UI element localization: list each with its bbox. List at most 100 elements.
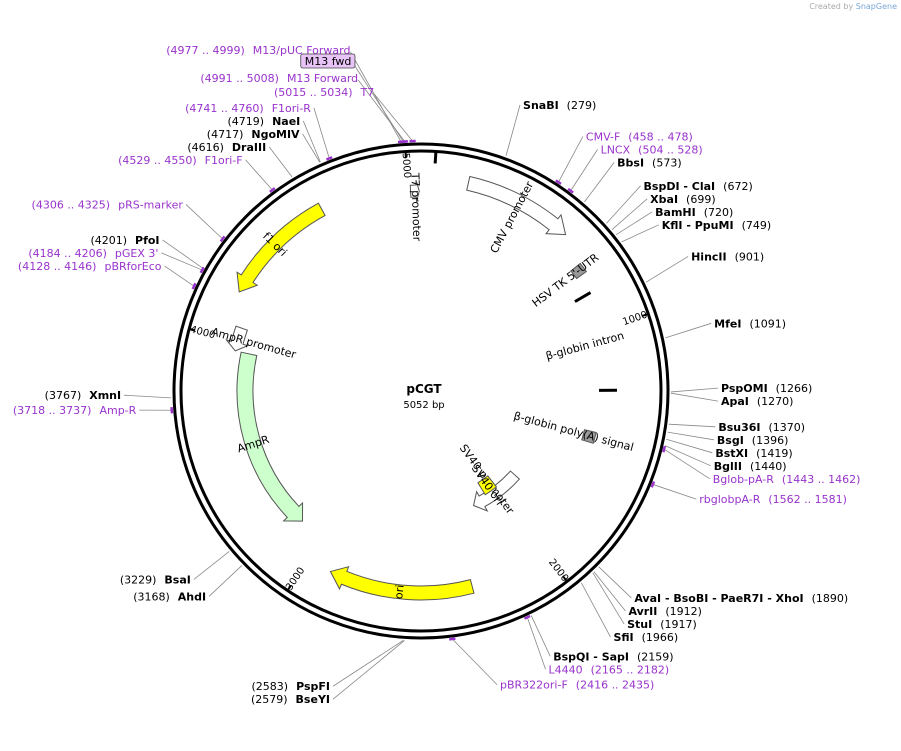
site-label-bsu36i: Bsu36I(1370) <box>718 421 805 434</box>
feature-hsv-tk-5-utr: HSV TK 5'-UTR <box>530 251 602 310</box>
leader-bspdi-clai <box>606 185 641 224</box>
leader-t7 <box>373 93 413 142</box>
svg-text:BsgI(1396): BsgI(1396) <box>717 434 788 447</box>
primer-label-pbr322ori-f: pBR322ori-F(2416 .. 2435) <box>500 679 654 692</box>
leader-bglii <box>664 445 711 467</box>
primer-label-bglob-pa-r: Bglob-pA-R(1443 .. 1462) <box>713 473 861 486</box>
svg-text:(3767)XmnI: (3767)XmnI <box>45 389 121 402</box>
primer-label-pgex-3: (4184 .. 4206)pGEX 3' <box>28 247 158 260</box>
primer-mark-pbr322ori-f <box>449 637 456 641</box>
leader-bspqi-sapi <box>530 615 551 657</box>
leader-bbsi <box>584 162 615 203</box>
origin-marker <box>433 151 438 164</box>
primer-label-f1ori-f: (4529 .. 4550)F1ori-F <box>118 154 243 167</box>
leader-pspomi <box>670 387 719 393</box>
site-label-apai: ApaI(1270) <box>721 395 793 408</box>
svg-text:(3168)AhdI: (3168)AhdI <box>133 590 206 603</box>
label-leaders <box>124 51 719 700</box>
svg-text:BglII(1440): BglII(1440) <box>714 460 787 473</box>
svg-text:(4991 .. 5008)M13 Forward: (4991 .. 5008)M13 Forward <box>200 72 358 85</box>
site-label-bspqi-sapi: BspQI - SapI(2159) <box>553 650 673 663</box>
primer-label-lncx: LNCX(504 .. 528) <box>601 143 703 156</box>
feature-ori: ori <box>329 565 475 601</box>
svg-text:XbaI(699): XbaI(699) <box>650 193 715 206</box>
leader-pgex-3 <box>161 252 203 271</box>
svg-text:BamHI(720): BamHI(720) <box>655 206 733 219</box>
primer-mark-rbglobpa-r <box>650 481 656 488</box>
leader-xmni <box>124 394 172 399</box>
site-label-pspomi: PspOMI(1266) <box>721 382 812 395</box>
svg-text:(4128 .. 4146)pBRforEco: (4128 .. 4146)pBRforEco <box>18 260 162 273</box>
leader-sfii <box>581 582 611 638</box>
site-label-naei: (4719)NaeI <box>228 115 301 128</box>
svg-text:BstXI(1419): BstXI(1419) <box>715 447 792 460</box>
svg-text:AvrII(1912): AvrII(1912) <box>628 605 701 618</box>
site-label-bsai: (3229)BsaI <box>120 573 191 586</box>
leader-m13-puc-forward <box>350 51 402 142</box>
site-label-pfoi: (4201)PfoI <box>90 234 159 247</box>
tick-2000 <box>562 576 568 583</box>
leader-kfli-ppumi <box>621 224 659 243</box>
svg-text:(3229)BsaI: (3229)BsaI <box>120 573 191 586</box>
primer-mark-pbrforeco <box>191 282 197 290</box>
svg-text:Bglob-pA-R(1443 .. 1462): Bglob-pA-R(1443 .. 1462) <box>713 473 861 486</box>
feature-t7-promoter: T7 promoter <box>408 172 423 242</box>
site-label-sfii: SfiI(1966) <box>613 631 678 644</box>
leader-bglob-pa-r <box>663 448 710 480</box>
primer-label-f1ori-r: (4741 .. 4760)F1ori-R <box>185 102 311 115</box>
svg-text:(4306 .. 4325)pRS-marker: (4306 .. 4325)pRS-marker <box>32 198 184 211</box>
feature-label-hsv-tk-5-utr: HSV TK 5'-UTR <box>530 251 602 310</box>
primer-label-rbglobpa-r: rbglobpA-R(1562 .. 1581) <box>699 493 847 506</box>
leader-f1ori-r <box>313 107 330 159</box>
svg-text:KflI - PpuMI(749): KflI - PpuMI(749) <box>662 219 771 232</box>
svg-text:(5015 .. 5034)T7: (5015 .. 5034)T7 <box>274 86 374 99</box>
primer-label-t7: (5015 .. 5034)T7 <box>274 86 374 99</box>
site-label-draiii: (4616)DraIII <box>187 141 266 154</box>
tick-4000 <box>188 327 196 332</box>
leader-cmv-f <box>558 136 584 183</box>
feature-label-globin-poly-a-signal: β-globin poly(A) signal <box>512 409 635 454</box>
feature-globin-poly-a-signal: β-globin poly(A) signal <box>512 409 635 454</box>
leader-lncx <box>570 149 598 191</box>
leader-bstxi <box>666 438 713 454</box>
primer-label-m13-fwd: M13 fwd <box>300 53 356 69</box>
svg-text:BbsI(573): BbsI(573) <box>617 156 682 169</box>
tick-1000 <box>642 312 649 317</box>
feature-ampr: AmpR <box>236 351 304 522</box>
primer-mark-l4440 <box>523 614 531 620</box>
tick-label-1000: 1000 <box>621 310 649 329</box>
leader-draiii <box>268 146 293 178</box>
primer-mark-pgex-3 <box>199 266 205 274</box>
leader-pbrforeco <box>164 265 195 287</box>
primer-mark-f1ori-r <box>325 156 333 161</box>
primer-label-pbrforeco: (4128 .. 4146)pBRforEco <box>18 260 162 273</box>
svg-text:(2579)BseYI: (2579)BseYI <box>251 693 330 706</box>
plasmid-name: pCGT <box>406 382 442 396</box>
leader-naei <box>302 120 321 163</box>
leader-avrii <box>593 571 626 612</box>
site-label-pspfi: (2583)PspFI <box>252 680 330 693</box>
site-label-mfei: MfeI(1091) <box>714 317 786 330</box>
site-label-hincii: HincII(901) <box>691 250 764 263</box>
svg-text:BspDI - ClaI(672): BspDI - ClaI(672) <box>644 180 753 193</box>
tick-label-3000: 3000 <box>284 565 307 592</box>
site-label-snabi: SnaBI(279) <box>523 99 596 112</box>
site-label-avai-bsobi-paer7i-xhoi: AvaI - BsoBI - PaeR7I - XhoI(1890) <box>634 592 848 605</box>
feature-label-t7-promoter: T7 promoter <box>408 172 423 242</box>
svg-text:Bsu36I(1370): Bsu36I(1370) <box>718 421 805 434</box>
site-labels: SnaBI(279)CMV-F(458 .. 478)LNCX(504 .. 5… <box>13 44 861 706</box>
svg-text:LNCX(504 .. 528): LNCX(504 .. 528) <box>601 143 703 156</box>
leader-snabi <box>505 104 521 157</box>
svg-text:SnaBI(279): SnaBI(279) <box>523 99 596 112</box>
svg-text:(4616)DraIII: (4616)DraIII <box>187 141 266 154</box>
svg-text:ApaI(1270): ApaI(1270) <box>721 395 793 408</box>
leader-avai-bsobi-paer7i-xhoi <box>598 566 632 599</box>
leader-ahdi <box>208 565 243 597</box>
site-label-ngomiv: (4717)NgoMIV <box>207 128 300 141</box>
site-label-bglii: BglII(1440) <box>714 460 787 473</box>
leader-xbai <box>611 198 648 230</box>
leader-m13-forward <box>357 79 406 142</box>
primer-label-prs-marker: (4306 .. 4325)pRS-marker <box>32 198 184 211</box>
svg-text:(3718 .. 3737)Amp-R: (3718 .. 3737)Amp-R <box>13 404 137 417</box>
leader-bamhi <box>615 211 653 236</box>
